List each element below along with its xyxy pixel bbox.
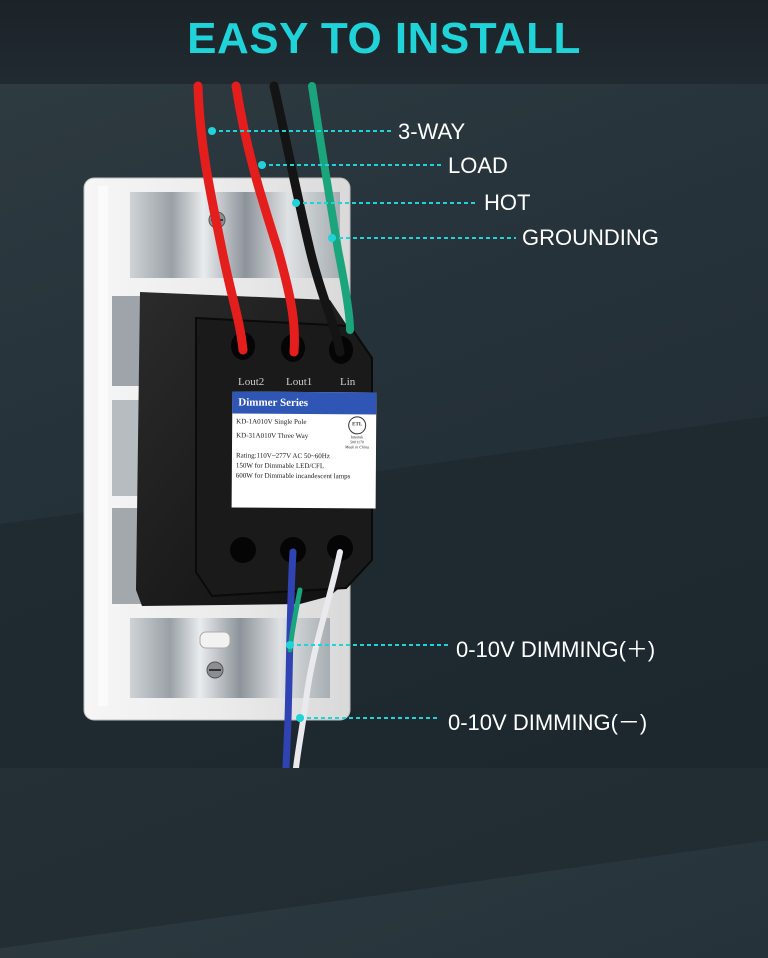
wire-blue-dim-plus (282, 548, 297, 768)
etl-badge: ETL (348, 416, 367, 435)
callout-3way: 3-WAY (398, 119, 466, 144)
product-illustration (83, 177, 373, 721)
terminal-label: Lin (340, 376, 356, 388)
terminal-label: Lout2 (238, 376, 265, 388)
series-label: Dimmer Series (232, 391, 377, 415)
callout-dimming-plus: 0-10V DIMMING(＋) (456, 637, 656, 662)
wires (193, 81, 516, 768)
wire-black-hot (269, 81, 345, 357)
cert-mark: ETL Intertek 5001170 Made in China (344, 416, 370, 449)
terminal-label: Lout1 (286, 376, 313, 388)
wire-red-load (231, 81, 299, 357)
screw-icon (206, 661, 224, 679)
callout-grounding: GROUNDING (522, 225, 659, 250)
product-label: Dimmer Series KD-1A010V Single Pole KD-3… (231, 391, 377, 509)
wire-green-ground (308, 82, 354, 334)
page-title: EASY TO INSTALL (187, 14, 581, 63)
made-in: Made in China (345, 444, 370, 450)
callout-hot: HOT (484, 190, 531, 215)
callout-dimming-minus: 0-10V DIMMING(－) (448, 710, 648, 735)
title-band (0, 0, 768, 84)
wire-white-dim-minus (293, 549, 343, 768)
wire-red-3way (193, 81, 248, 355)
device-terminal-labels: Lout2 Lout1 Lin (238, 376, 378, 394)
incandescent-rating-line: 600W for Dimmable incandescent lamps (235, 471, 351, 481)
callout-load: LOAD (448, 153, 508, 178)
